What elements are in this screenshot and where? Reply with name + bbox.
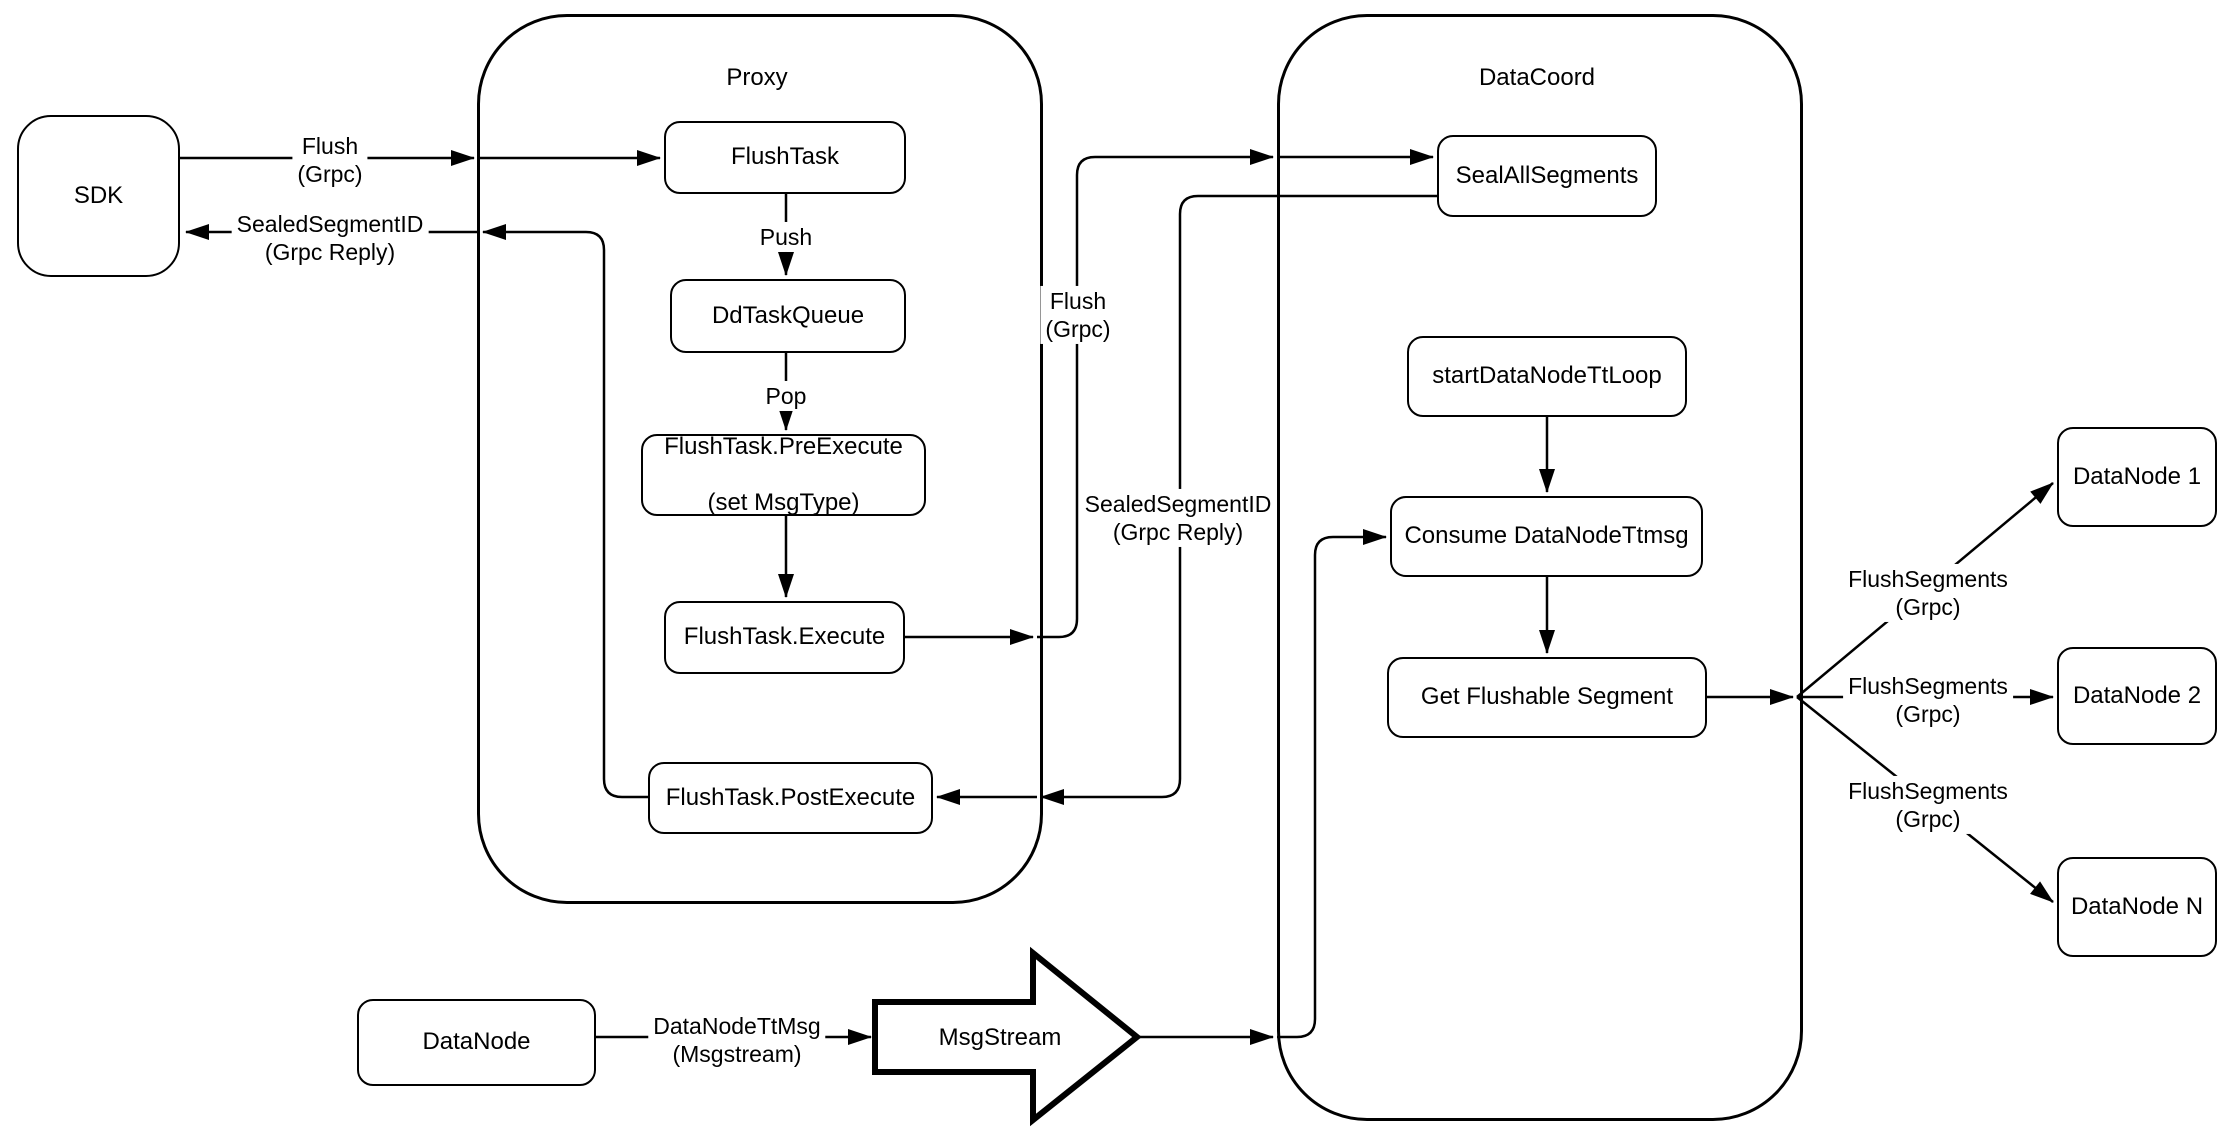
node-sdk-label: SDK (73, 181, 124, 209)
node-ddtaskqueue-label: DdTaskQueue (711, 301, 865, 329)
node-startdatanodettloop: startDataNodeTtLoop (1407, 336, 1687, 417)
edge-label-flushsegments-2: FlushSegments (Grpc) (1843, 670, 2013, 730)
edge-label-flush-grpc-sdk: Flush (Grpc) (292, 130, 368, 190)
node-sdk: SDK (17, 115, 180, 277)
node-flushtask: FlushTask (664, 121, 906, 194)
node-execute-label: FlushTask.Execute (683, 623, 886, 651)
edge-label-pop: Pop (760, 380, 812, 412)
node-datanode2: DataNode 2 (2057, 647, 2217, 745)
edge-label-sealedsegmentid-sdk-line2: (Grpc Reply) (264, 239, 396, 265)
node-postexecute: FlushTask.PostExecute (648, 762, 933, 834)
node-datanode2-label: DataNode 2 (2072, 681, 2202, 709)
node-datanode-bottom: DataNode (357, 999, 596, 1086)
msgstream-label: MsgStream (938, 1024, 1062, 1051)
node-getflushablesegment-label: Get Flushable Segment (1420, 683, 1674, 711)
edge-label-datanodettmsg-line1: DataNodeTtMsg (653, 1012, 821, 1039)
edge-label-sealedsegmentid-mid: SealedSegmentID (Grpc Reply) (1079, 488, 1277, 548)
edge-label-sealedsegmentid-mid-line2: (Grpc Reply) (1112, 519, 1244, 545)
node-datanode1-label: DataNode 1 (2072, 462, 2202, 490)
node-postexecute-label: FlushTask.PostExecute (665, 783, 916, 811)
node-execute: FlushTask.Execute (664, 601, 905, 674)
node-preexecute-label: FlushTask.PreExecute (set MsgType) (664, 404, 903, 546)
node-datanoden-label: DataNode N (2070, 892, 2204, 920)
msgstream-block-arrow (872, 946, 1142, 1127)
edge-label-flushsegments-n-line2: (Grpc) (1895, 806, 1961, 832)
node-datanoden: DataNode N (2057, 857, 2217, 957)
edge-label-flushsegments-1: FlushSegments (Grpc) (1843, 563, 2013, 623)
edge-label-flushsegments-n: FlushSegments (Grpc) (1843, 775, 2013, 835)
edge-label-sealedsegmentid-mid-line1: SealedSegmentID (1084, 490, 1272, 517)
edge-label-flushsegments-2-line1: FlushSegments (1848, 672, 2008, 699)
edge-label-flushsegments-1-line2: (Grpc) (1895, 594, 1961, 620)
edge-label-flushsegments-1-line1: FlushSegments (1848, 565, 2008, 592)
edge-label-flush-grpc-mid-line2: (Grpc) (1045, 316, 1111, 342)
edge-label-datanodettmsg-line2: (Msgstream) (672, 1041, 802, 1067)
node-consumedatanodettmsg-label: Consume DataNodeTtmsg (1404, 522, 1689, 550)
node-datanode1: DataNode 1 (2057, 427, 2217, 527)
node-datanode-bottom-label: DataNode (422, 1028, 531, 1056)
edge-label-flushsegments-n-line1: FlushSegments (1848, 777, 2008, 804)
edge-label-sealedsegmentid-sdk: SealedSegmentID (Grpc Reply) (231, 208, 429, 268)
node-ddtaskqueue: DdTaskQueue (670, 279, 906, 353)
node-consumedatanodettmsg: Consume DataNodeTtmsg (1390, 496, 1703, 577)
datacoord-container-label: DataCoord (1478, 64, 1596, 91)
edge-postexecute-to-proxy-border (482, 224, 648, 799)
edge-label-flush-grpc-mid-line1: Flush (1049, 287, 1107, 314)
edge-label-flush-grpc-sdk-line2: (Grpc) (297, 161, 363, 187)
node-preexecute-line1: FlushTask.PreExecute (664, 432, 903, 460)
edge-datacoord-border-to-consume (1277, 529, 1387, 1039)
node-preexecute: FlushTask.PreExecute (set MsgType) (641, 433, 926, 516)
node-flushtask-label: FlushTask (730, 143, 840, 171)
node-startdatanodettloop-label: startDataNodeTtLoop (1432, 362, 1662, 390)
node-sealallsegments-label: SealAllSegments (1455, 161, 1639, 189)
proxy-container-label: Proxy (726, 64, 788, 91)
node-preexecute-line2: (set MsgType) (707, 489, 860, 517)
edge-label-flush-grpc-sdk-line1: Flush (301, 132, 359, 159)
edge-label-sealedsegmentid-sdk-line1: SealedSegmentID (236, 210, 424, 237)
edge-proxy-border-to-datacoord-border (1037, 149, 1274, 639)
node-getflushablesegment: Get Flushable Segment (1387, 657, 1707, 738)
edge-label-datanodettmsg: DataNodeTtMsg (Msgstream) (648, 1010, 826, 1070)
edge-label-flushsegments-2-line2: (Grpc) (1895, 701, 1961, 727)
node-sealallsegments: SealAllSegments (1437, 135, 1657, 217)
edge-label-push: Push (754, 221, 818, 253)
edge-label-flush-grpc-mid: Flush (Grpc) (1040, 285, 1116, 345)
